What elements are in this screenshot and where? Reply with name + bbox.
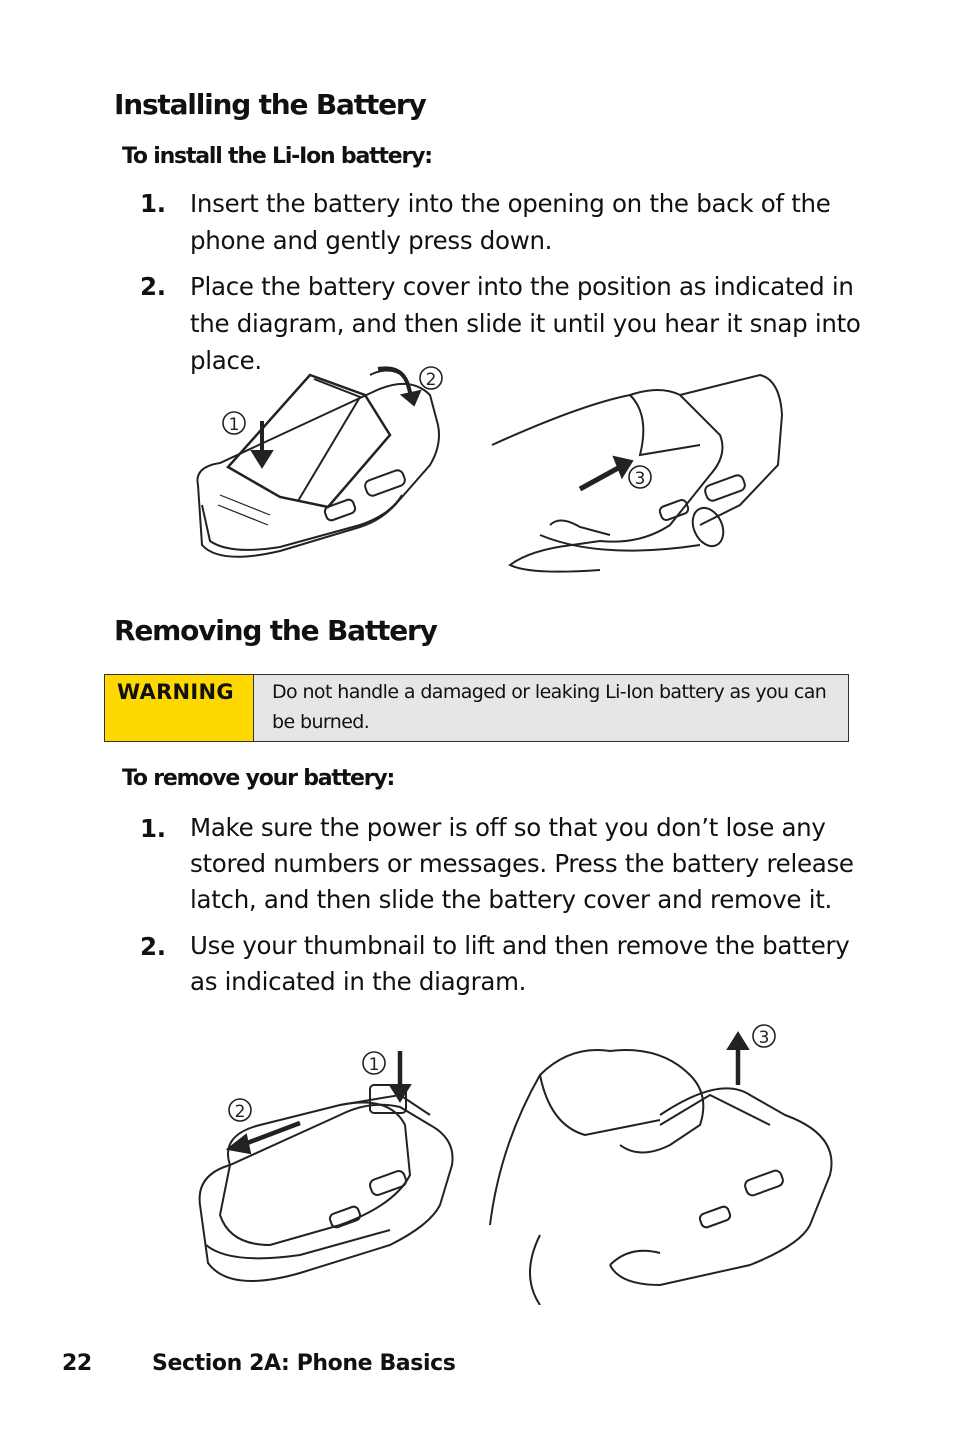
warning-label: WARNING (105, 675, 254, 741)
warning-text: Do not handle a damaged or leaking Li-Io… (254, 675, 848, 741)
phone-body-illustration (196, 369, 440, 558)
step-number: 1. (140, 814, 166, 843)
step-number: 1. (140, 189, 166, 218)
section-label: Section 2A: Phone Basics (152, 1351, 456, 1376)
step-text: Place the battery cover into the positio… (190, 272, 861, 375)
hand-with-cover-illustration (491, 373, 784, 573)
install-step-2: 2. Place the battery cover into the posi… (140, 268, 870, 375)
remove-step-2: 2. Use your thumbnail to lift and then r… (140, 928, 870, 1004)
remove-subtitle: To remove your battery: (122, 766, 395, 791)
step-number: 2. (140, 272, 166, 301)
step-text: Use your thumbnail to lift and then remo… (190, 931, 850, 996)
callout-3: 3 (759, 1028, 770, 1048)
step-number: 2. (140, 932, 166, 961)
callout-2: 2 (235, 1102, 246, 1122)
callout-3: 3 (635, 469, 646, 489)
install-battery-diagram: 1 2 3 (196, 366, 784, 573)
remove-step-1: 1. Make sure the power is off so that yo… (140, 810, 870, 922)
callout-2: 2 (426, 370, 437, 390)
step-text: Make sure the power is off so that you d… (190, 813, 854, 914)
callout-1: 1 (369, 1055, 380, 1075)
callout-1: 1 (229, 415, 240, 435)
page-number: 22 (62, 1351, 92, 1376)
section-title-install: Installing the Battery (114, 88, 427, 121)
step-text: Insert the battery into the opening on t… (190, 189, 831, 255)
remove-battery-diagram: 1 2 3 (198, 1024, 833, 1305)
section-title-remove: Removing the Battery (114, 614, 438, 647)
install-subtitle: To install the Li-Ion battery: (122, 144, 433, 169)
install-step-1: 1. Insert the battery into the opening o… (140, 185, 870, 261)
warning-box: WARNING Do not handle a damaged or leaki… (104, 674, 849, 742)
hand-lifting-battery-illustration (489, 1049, 833, 1305)
